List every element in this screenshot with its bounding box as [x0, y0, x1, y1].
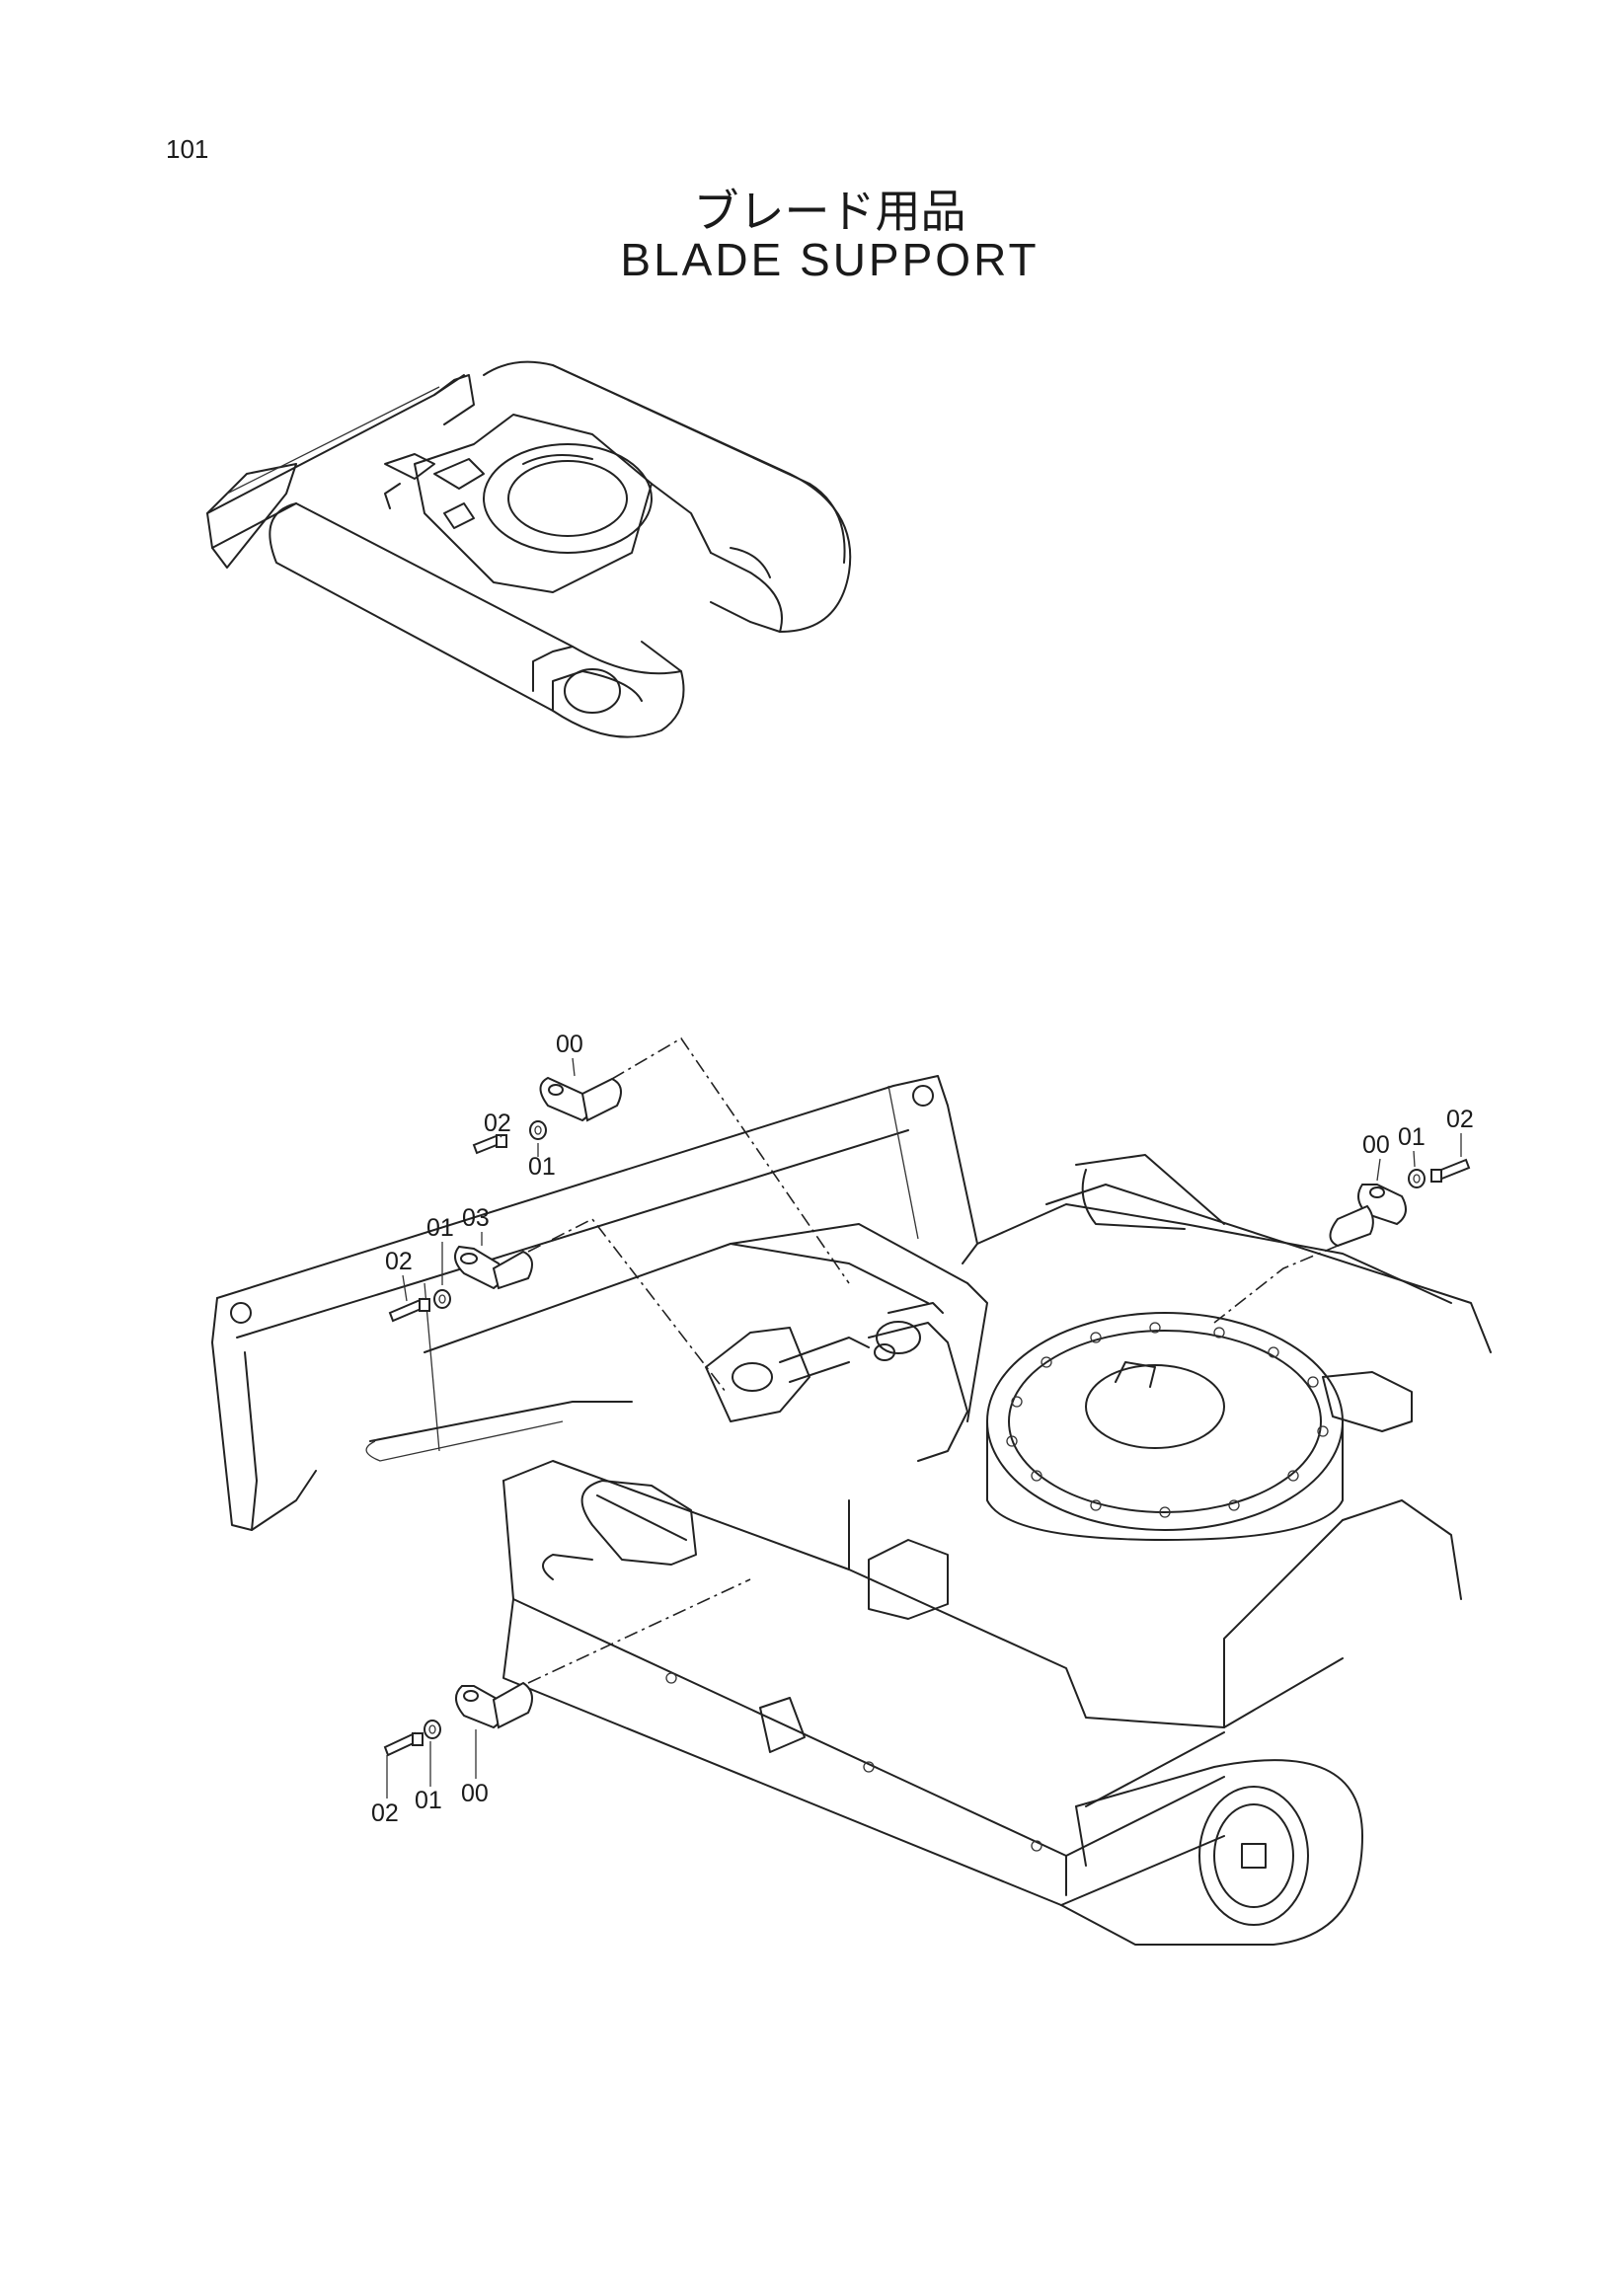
callout-left-pin: 03	[462, 1204, 490, 1232]
top-pin-group	[472, 1036, 850, 1284]
callout-top-washer: 01	[528, 1153, 556, 1181]
title-japanese: ブレード用品	[693, 185, 966, 238]
swing-circle-bolt-holes	[1006, 1322, 1329, 1518]
callout-left-washer: 01	[426, 1214, 454, 1242]
left-pin-group	[388, 1217, 727, 1393]
right-pin-group	[1213, 1158, 1471, 1324]
callout-left-bolt: 02	[385, 1248, 413, 1275]
main-undercarriage	[211, 1075, 1492, 1946]
callout-right-pin: 00	[1362, 1131, 1390, 1159]
callout-right-washer: 01	[1398, 1123, 1426, 1151]
callout-top-bolt: 02	[484, 1110, 511, 1137]
callout-bottom-bolt: 02	[371, 1799, 399, 1827]
callout-top-pin: 00	[556, 1031, 583, 1058]
callout-right-bolt: 02	[1446, 1106, 1474, 1133]
bottom-pin-group	[383, 1578, 751, 1757]
page-number: 101	[166, 134, 209, 164]
overview-undercarriage	[206, 360, 852, 738]
callout-bottom-washer: 01	[415, 1787, 442, 1814]
callout-bottom-pin: 00	[461, 1780, 489, 1807]
title-english: BLADE SUPPORT	[620, 234, 1040, 285]
